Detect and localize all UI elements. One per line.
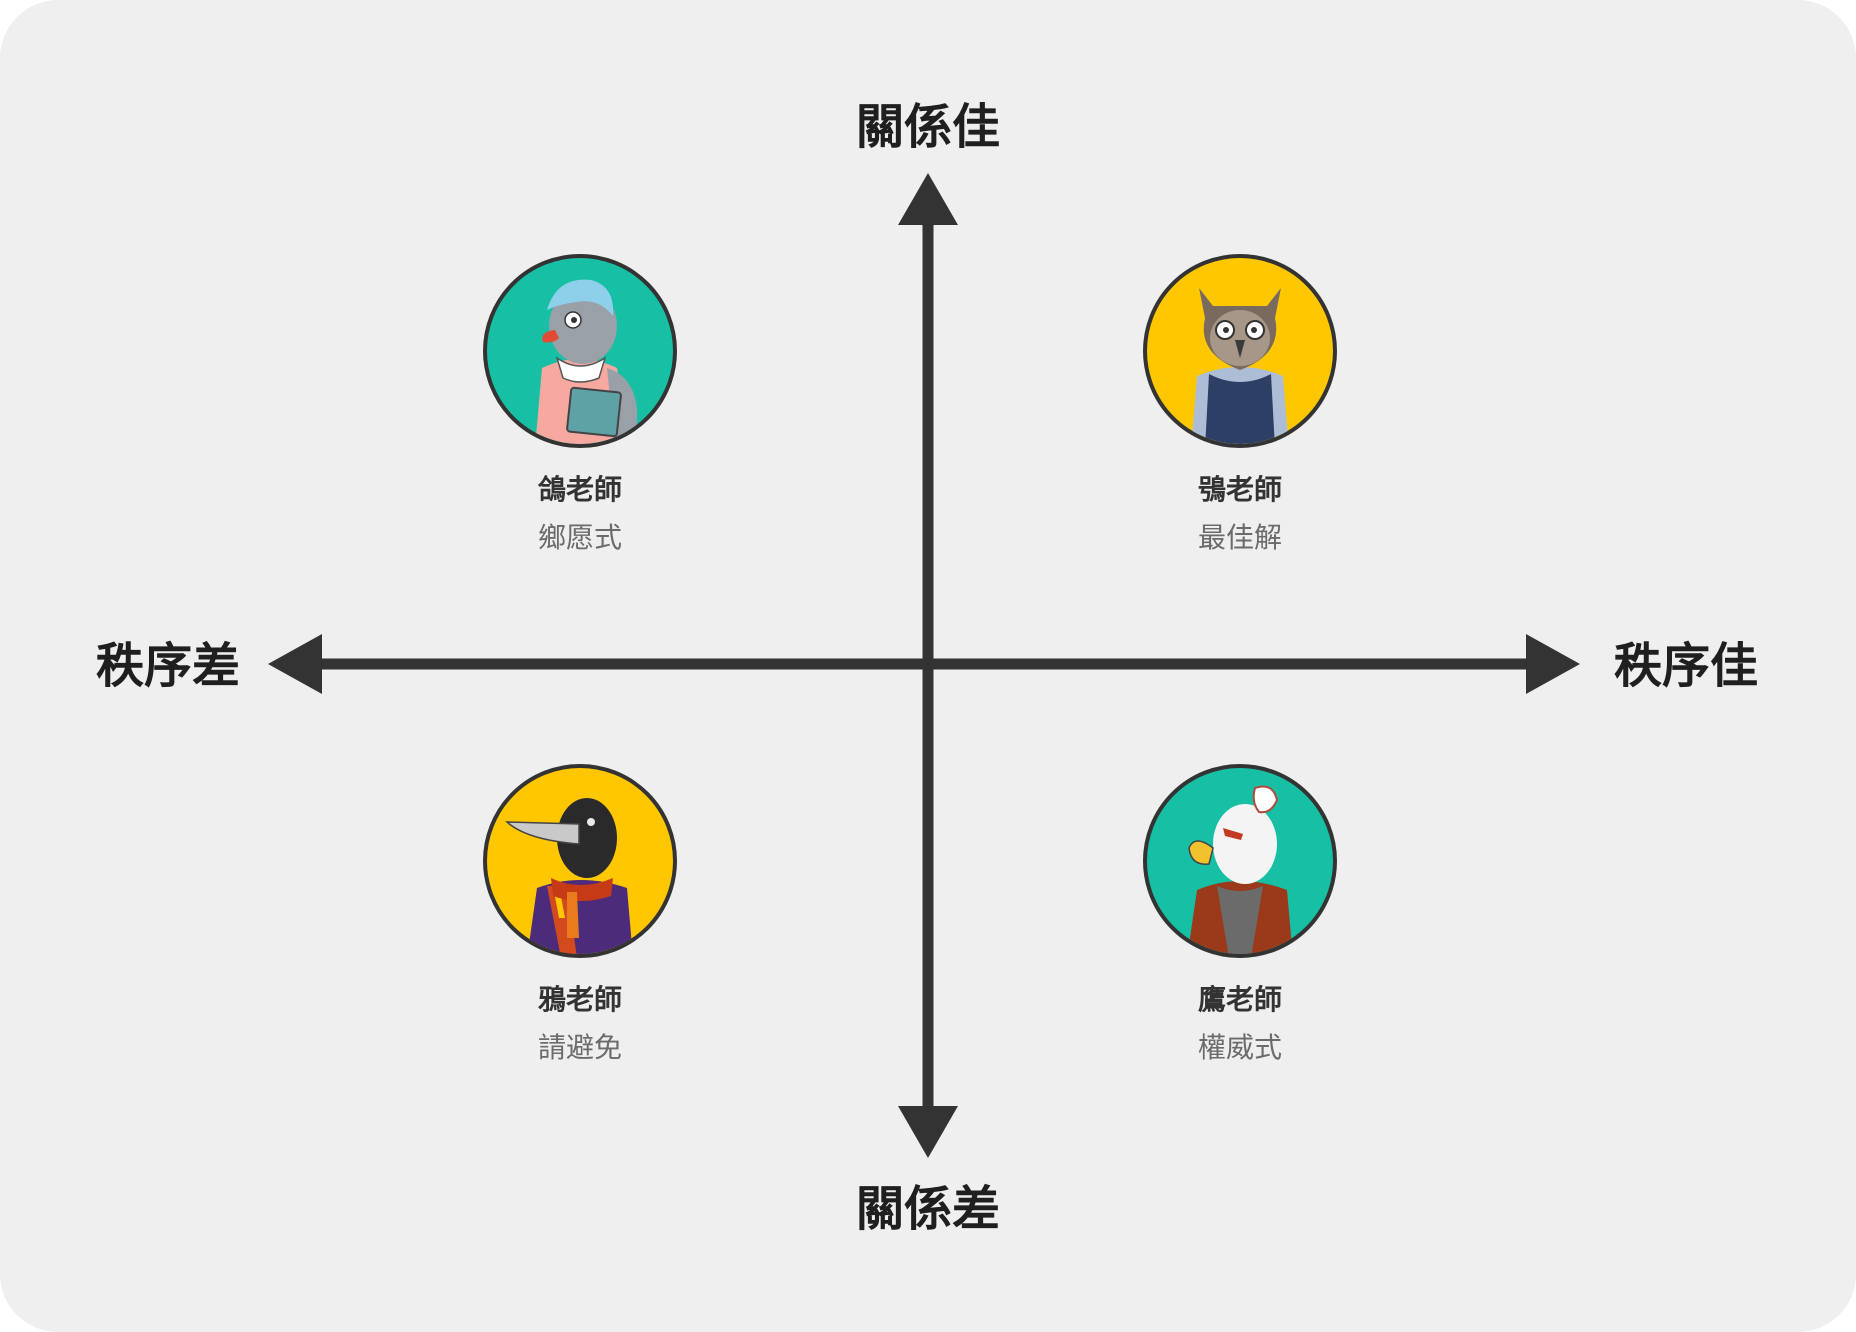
axis-label-bottom: 關係差 [855,1181,1001,1237]
crow-teacher-icon [504,798,633,954]
avatar-top-left [483,254,677,448]
arrow-down-icon [898,1106,958,1158]
axis-label-right: 秩序佳 [1614,638,1759,694]
arrow-up-icon [898,173,958,225]
persona-name: 鴞老師 [1197,473,1282,506]
arrow-right-icon [1526,634,1580,694]
owl-teacher-icon [1191,288,1289,444]
persona-name: 鴉老師 [537,983,622,1016]
persona-style: 鄉愿式 [537,521,622,554]
axis-label-left: 秩序差 [96,638,241,694]
avatar-bottom-left [483,764,677,958]
avatar-bottom-right [1143,764,1337,958]
pigeon-teacher-icon [535,279,637,444]
persona-style: 請避免 [537,1031,622,1064]
persona-top-right: 鴞老師 最佳解 [1090,254,1390,552]
persona-style: 權威式 [1197,1031,1282,1064]
axis-label-top: 關係佳 [855,99,1001,155]
eagle-teacher-icon [1187,785,1293,954]
persona-bottom-right: 鷹老師 權威式 [1090,764,1390,1062]
persona-name: 鴿老師 [537,473,622,506]
avatar-top-right [1143,254,1337,448]
persona-style: 最佳解 [1197,521,1282,554]
persona-bottom-left: 鴉老師 請避免 [430,764,730,1062]
persona-top-left: 鴿老師 鄉愿式 [430,254,730,552]
persona-name: 鷹老師 [1197,983,1282,1016]
arrow-left-icon [268,634,322,694]
